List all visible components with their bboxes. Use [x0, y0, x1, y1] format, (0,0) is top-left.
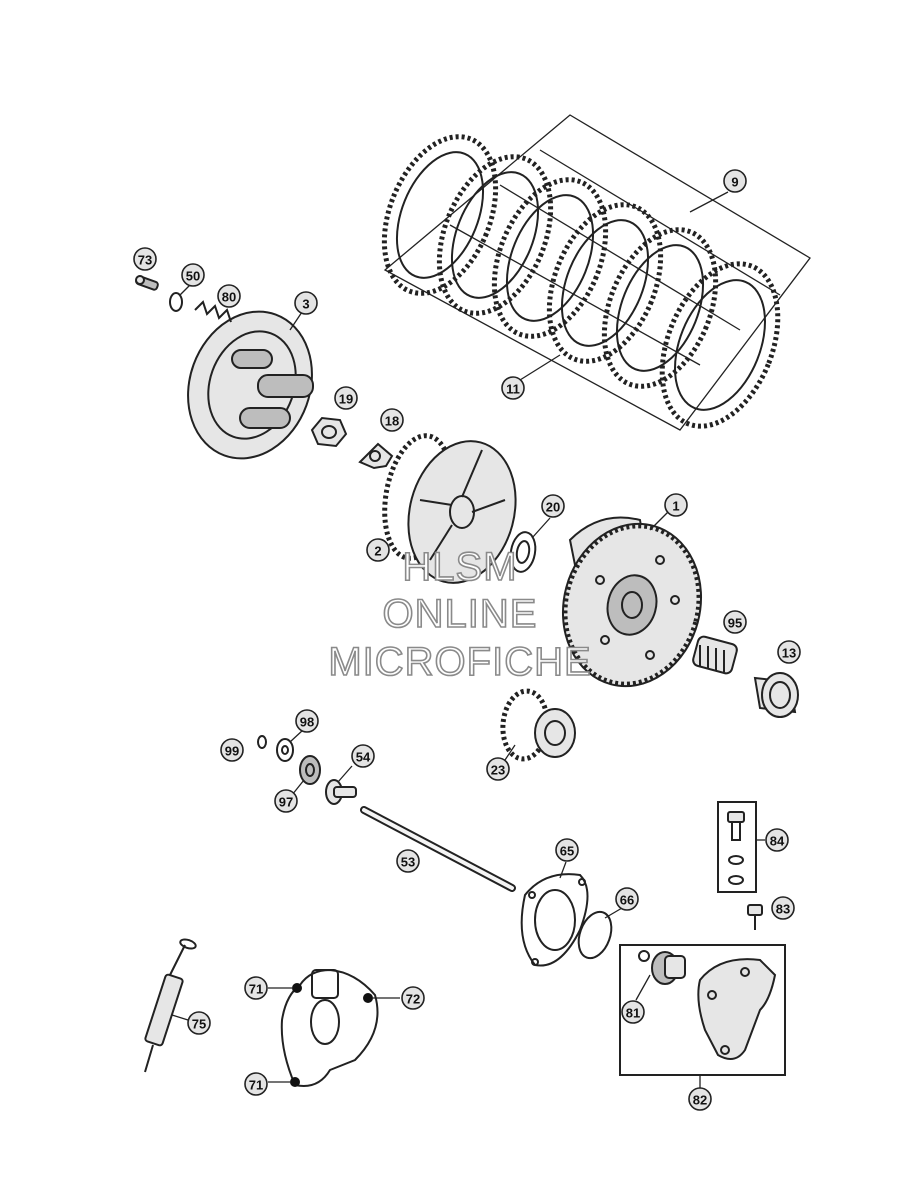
- callout-53[interactable]: 53: [396, 849, 420, 873]
- callout-75[interactable]: 75: [187, 1011, 211, 1035]
- pressure-plate: [187, 310, 314, 460]
- clutch-plate-6: [659, 261, 781, 429]
- callout-label: 82: [693, 1093, 707, 1108]
- callout-label: 84: [770, 834, 785, 849]
- nut-19: [310, 416, 348, 448]
- callout-label: 54: [356, 750, 371, 765]
- callout-label: 83: [776, 902, 790, 917]
- callout-54[interactable]: 54: [351, 744, 375, 768]
- callout-71-top[interactable]: 71: [244, 976, 268, 1000]
- callout-65[interactable]: 65: [555, 838, 579, 862]
- callout-label: 98: [300, 715, 314, 730]
- callout-label: 53: [401, 855, 415, 870]
- lock-washer-18: [358, 442, 394, 470]
- callout-label: 50: [186, 269, 200, 284]
- callout-50[interactable]: 50: [181, 263, 205, 287]
- washer-98: [276, 729, 304, 762]
- callout-label: 73: [138, 253, 152, 268]
- primary-gear-23: [500, 688, 576, 762]
- clutch-plate-1: [381, 134, 499, 296]
- callout-label: 13: [782, 646, 796, 661]
- slave-cylinder-kit-82: [619, 944, 786, 1088]
- callout-label: 75: [192, 1017, 206, 1032]
- pushrod-piece-54: [325, 765, 357, 805]
- callout-98[interactable]: 98: [295, 709, 319, 733]
- push-rod-53: [360, 806, 516, 892]
- callout-97[interactable]: 97: [274, 789, 298, 813]
- callout-label: 71: [249, 982, 263, 997]
- clutch-plate-2: [436, 154, 554, 316]
- callout-99[interactable]: 99: [220, 738, 244, 762]
- callout-11[interactable]: 11: [501, 376, 525, 400]
- callout-66[interactable]: 66: [615, 887, 639, 911]
- screw-83: [747, 904, 763, 930]
- callout-label: 23: [491, 763, 505, 778]
- callout-80[interactable]: 80: [217, 284, 241, 308]
- callout-82[interactable]: 82: [688, 1087, 712, 1111]
- callout-label: 9: [731, 175, 738, 190]
- thrust-washer-20: [509, 517, 551, 573]
- gasket-65: [520, 861, 589, 967]
- callout-83[interactable]: 83: [771, 896, 795, 920]
- callout-label: 66: [620, 893, 634, 908]
- callout-9[interactable]: 9: [723, 169, 747, 193]
- callout-label: 3: [302, 297, 309, 312]
- callout-label: 19: [339, 392, 353, 407]
- clutch-plate-3: [491, 177, 609, 339]
- screw-73: [135, 275, 159, 291]
- clutch-cover: [268, 968, 400, 1087]
- callout-3[interactable]: 3: [294, 291, 318, 315]
- callout-71-bottom[interactable]: 71: [244, 1072, 268, 1096]
- washer-50: [169, 284, 191, 312]
- callout-13[interactable]: 13: [777, 640, 801, 664]
- callout-label: 99: [225, 744, 239, 759]
- callout-label: 20: [546, 500, 560, 515]
- callout-18[interactable]: 18: [380, 408, 404, 432]
- callout-81[interactable]: 81: [621, 1000, 645, 1024]
- callout-19[interactable]: 19: [334, 386, 358, 410]
- callout-72[interactable]: 72: [401, 986, 425, 1010]
- callout-label: 18: [385, 414, 399, 429]
- callout-1[interactable]: 1: [664, 493, 688, 517]
- spring-80: [194, 300, 232, 323]
- callout-label: 81: [626, 1006, 640, 1021]
- callout-2[interactable]: 2: [366, 538, 390, 562]
- circlip-99: [257, 735, 267, 749]
- clutch-plate-5: [601, 227, 719, 389]
- bearing-97: [291, 755, 321, 796]
- callout-84[interactable]: 84: [765, 828, 789, 852]
- syringe-75: [144, 938, 197, 1073]
- clutch-basket: [561, 511, 703, 688]
- callout-label: 95: [728, 616, 742, 631]
- callout-95[interactable]: 95: [723, 610, 747, 634]
- callout-73[interactable]: 73: [133, 247, 157, 271]
- callout-23[interactable]: 23: [486, 757, 510, 781]
- callout-20[interactable]: 20: [541, 494, 565, 518]
- callout-label: 11: [506, 382, 520, 397]
- callout-label: 1: [672, 499, 679, 514]
- callout-label: 65: [560, 844, 574, 859]
- callout-label: 97: [279, 795, 293, 810]
- callout-label: 2: [374, 544, 381, 559]
- callout-label: 71: [249, 1078, 263, 1093]
- clutch-plate-4: [546, 202, 664, 364]
- clutch-plate-stack: [381, 114, 811, 431]
- needle-bearing-95: [692, 635, 738, 675]
- callout-label: 72: [406, 992, 420, 1007]
- callout-label: 80: [222, 290, 236, 305]
- bushing-13: [753, 672, 799, 718]
- bleeder-kit-84: [717, 801, 765, 893]
- inner-clutch-hub: [382, 433, 517, 584]
- o-ring-66: [577, 907, 623, 960]
